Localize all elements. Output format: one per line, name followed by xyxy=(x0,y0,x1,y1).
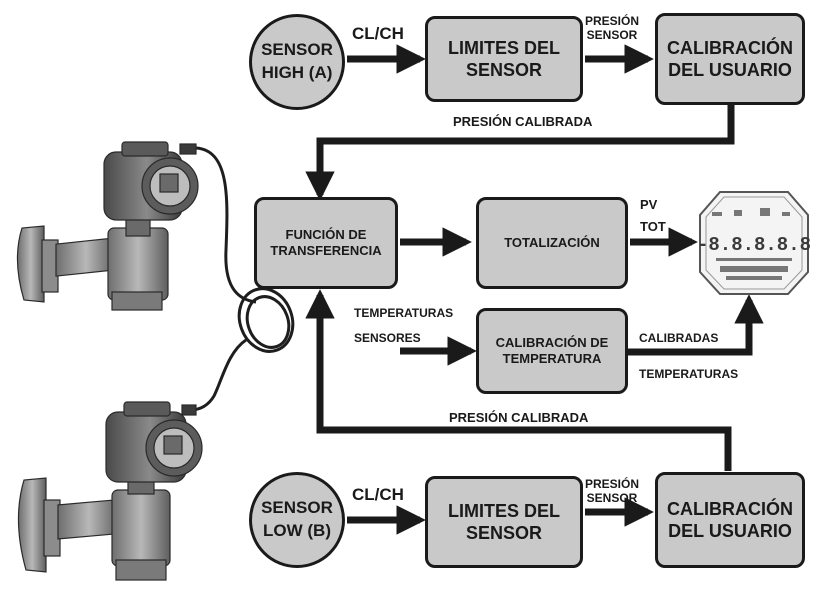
lcd-digits: -8.8.8.8.8 xyxy=(697,234,811,256)
pressure-sensor-bottom-label: PRESIÓN SENSOR xyxy=(585,477,640,506)
temperatures-out-label-2: TEMPERATURAS xyxy=(639,367,739,381)
temperatures-out-label-1: CALIBRADAS xyxy=(639,331,719,345)
cl-ch-bottom-label: CL/CH xyxy=(352,485,404,504)
cl-ch-top-label: CL/CH xyxy=(352,24,404,43)
pressure-transmitter-icon xyxy=(16,141,199,311)
sensor-low-node: SENSOR LOW (B) xyxy=(249,472,345,568)
sensor-limits-bottom-box: LIMITES DEL SENSOR xyxy=(425,476,583,568)
temperatures-in-label-2: SENSORES xyxy=(354,331,421,345)
arrow-temps-out xyxy=(628,294,764,356)
arrow-calibrated-top xyxy=(305,104,735,201)
arrow-calibrated-bottom xyxy=(305,289,732,471)
tot-label: TOT xyxy=(640,219,666,234)
calibrated-pressure-bottom-label: PRESIÓN CALIBRADA xyxy=(449,410,589,425)
user-calibration-top-box: CALIBRACIÓN DEL USUARIO xyxy=(655,13,805,105)
calibrated-pressure-top-label: PRESIÓN CALIBRADA xyxy=(453,114,593,129)
user-calibration-bottom-box: CALIBRACIÓN DEL USUARIO xyxy=(655,472,805,568)
totalization-box: TOTALIZACIÓN xyxy=(476,197,628,289)
pressure-sensor-top-label: PRESIÓN SENSOR xyxy=(585,14,640,43)
temperature-calibration-box: CALIBRACIÓN DE TEMPERATURA xyxy=(476,308,628,394)
pv-label: PV xyxy=(640,197,658,212)
sensor-high-node: SENSOR HIGH (A) xyxy=(249,14,345,110)
temperatures-in-label-1: TEMPERATURAS xyxy=(354,306,454,320)
lcd-display-icon: -8.8.8.8.8 xyxy=(697,191,811,295)
transfer-function-box: FUNCIÓN DE TRANSFERENCIA xyxy=(254,197,398,289)
pressure-transmitter-icon xyxy=(17,401,203,581)
capillary-tube-icon xyxy=(189,146,295,412)
sensor-limits-top-box: LIMITES DEL SENSOR xyxy=(425,16,583,102)
